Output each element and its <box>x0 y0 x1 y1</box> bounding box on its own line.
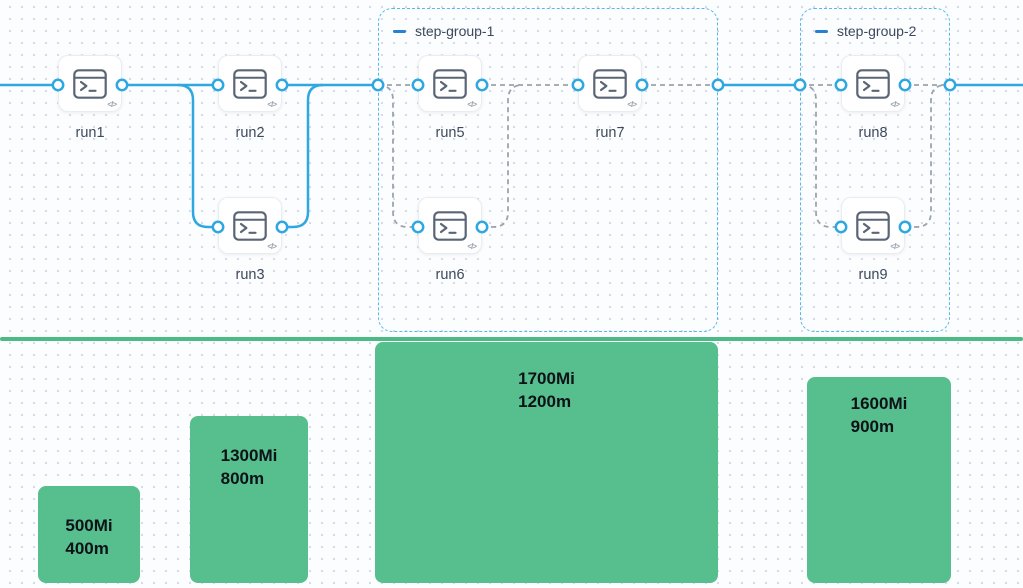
code-badge-icon: </> <box>267 242 277 251</box>
collapse-dash-icon[interactable] <box>815 29 828 33</box>
code-badge-icon: </> <box>890 100 900 109</box>
code-badge-icon: </> <box>627 100 637 109</box>
group-header: step-group-2 <box>815 23 949 39</box>
terminal-icon <box>233 68 267 99</box>
resource-bar-run2 + run3: 1300Mi 800m <box>190 416 308 583</box>
terminal-icon <box>433 210 467 241</box>
node-label: run7 <box>595 125 625 141</box>
terminal-icon <box>433 68 467 99</box>
terminal-icon <box>593 68 627 99</box>
edge-run1.out-to-run3.in <box>177 83 218 229</box>
bar-memory-value: 1700Mi <box>518 369 575 388</box>
node-label: run5 <box>435 125 465 141</box>
node-label: run8 <box>858 125 888 141</box>
bar-memory-value: 500Mi <box>65 516 113 535</box>
collapse-dash-icon[interactable] <box>393 29 406 33</box>
edge-run3.out-to-sg1.in <box>282 83 324 229</box>
node-run6[interactable]: </> <box>418 197 482 254</box>
bar-cpu-value: 900m <box>850 417 895 436</box>
terminal-icon <box>73 68 107 99</box>
code-badge-icon: </> <box>107 100 117 109</box>
bar-label: 1300Mi 800m <box>221 444 278 490</box>
node-run1[interactable]: </> <box>58 55 122 112</box>
node-run9[interactable]: </> <box>841 197 905 254</box>
chart-baseline <box>0 337 1023 341</box>
group-label: step-group-1 <box>415 23 495 39</box>
node-run7[interactable]: </> <box>578 55 642 112</box>
resource-bar-step-group-2: 1600Mi 900m <box>807 377 951 583</box>
bar-memory-value: 1300Mi <box>220 446 278 465</box>
code-badge-icon: </> <box>890 242 900 251</box>
node-label: run2 <box>235 125 265 141</box>
code-badge-icon: </> <box>267 100 277 109</box>
node-run5[interactable]: </> <box>418 55 482 112</box>
node-run2[interactable]: </> <box>218 55 282 112</box>
bar-memory-value: 1600Mi <box>850 394 908 413</box>
terminal-icon <box>233 210 267 241</box>
resource-bar-run1: 500Mi 400m <box>38 486 140 583</box>
code-badge-icon: </> <box>467 100 477 109</box>
bar-cpu-value: 400m <box>65 539 109 558</box>
bar-label: 1700Mi 1200m <box>518 367 575 413</box>
group-label: step-group-2 <box>837 23 917 39</box>
bar-label: 500Mi 400m <box>65 514 112 560</box>
terminal-icon <box>856 68 890 99</box>
node-label: run6 <box>435 267 465 283</box>
bar-label: 1600Mi 900m <box>851 392 908 438</box>
node-label: run9 <box>858 267 888 283</box>
node-label: run3 <box>235 267 265 283</box>
node-run3[interactable]: </> <box>218 197 282 254</box>
bar-cpu-value: 800m <box>220 469 265 488</box>
code-badge-icon: </> <box>467 242 477 251</box>
terminal-icon <box>856 210 890 241</box>
node-label: run1 <box>75 125 105 141</box>
resource-bar-step-group-1: 1700Mi 1200m <box>375 342 718 583</box>
bar-cpu-value: 1200m <box>518 392 572 411</box>
node-run8[interactable]: </> <box>841 55 905 112</box>
group-step-group-2[interactable]: step-group-2 <box>800 8 950 332</box>
group-header: step-group-1 <box>393 23 717 39</box>
